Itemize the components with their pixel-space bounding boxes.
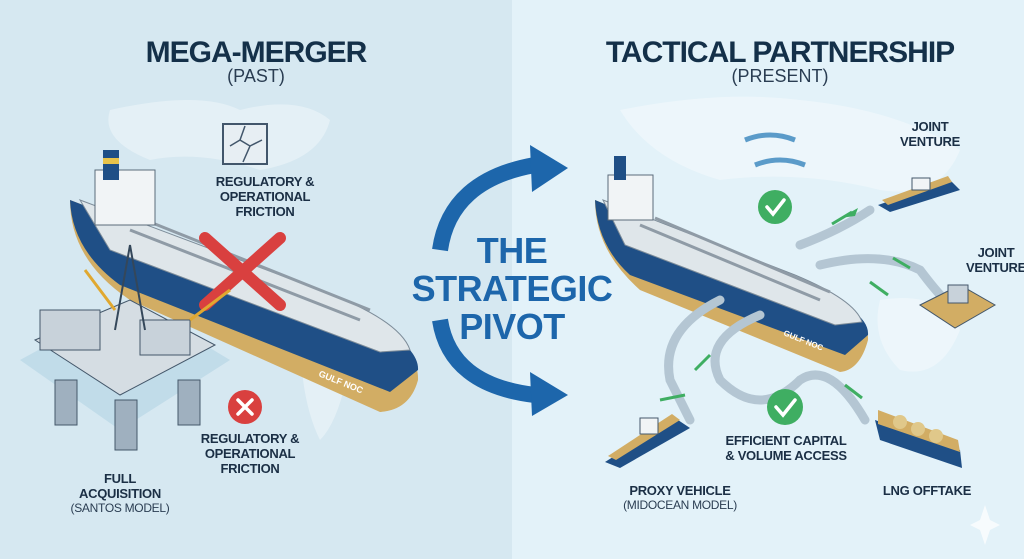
jv-boat-icon bbox=[878, 176, 960, 212]
present-title: TACTICAL PARTNERSHIP bbox=[605, 36, 955, 69]
lng-offtake-label: LNG OFFTAKE bbox=[882, 483, 972, 498]
present-subtitle: (PRESENT) bbox=[731, 66, 829, 86]
lng-carrier-icon bbox=[875, 410, 962, 468]
pivot-arrow-bottom-icon bbox=[432, 318, 568, 416]
past-title: MEGA-MERGER bbox=[145, 36, 368, 69]
cracked-panel-icon bbox=[222, 123, 268, 165]
red-x-icon bbox=[199, 232, 286, 311]
flow-wave-icon bbox=[744, 132, 806, 168]
pipeline-icon bbox=[664, 205, 950, 425]
green-check-icon bbox=[767, 389, 803, 425]
sparkle-icon bbox=[970, 505, 1000, 545]
offshore-platform-icon bbox=[918, 284, 997, 329]
tanker-ship-right: GULF NOC bbox=[595, 156, 869, 372]
oil-platform-icon bbox=[20, 244, 231, 451]
pivot-arrow-top-icon bbox=[432, 145, 568, 252]
red-x-circle-icon bbox=[228, 390, 262, 424]
efficient-capital-label: EFFICIENT CAPITAL& VOLUME ACCESS bbox=[725, 433, 847, 463]
proxy-boat-icon bbox=[605, 414, 690, 468]
green-flow-arrows bbox=[659, 208, 911, 402]
proxy-vehicle-label: PROXY VEHICLE(MIDOCEAN MODEL) bbox=[623, 483, 737, 512]
past-subtitle: (PAST) bbox=[227, 66, 285, 86]
green-check-icon bbox=[758, 190, 792, 224]
